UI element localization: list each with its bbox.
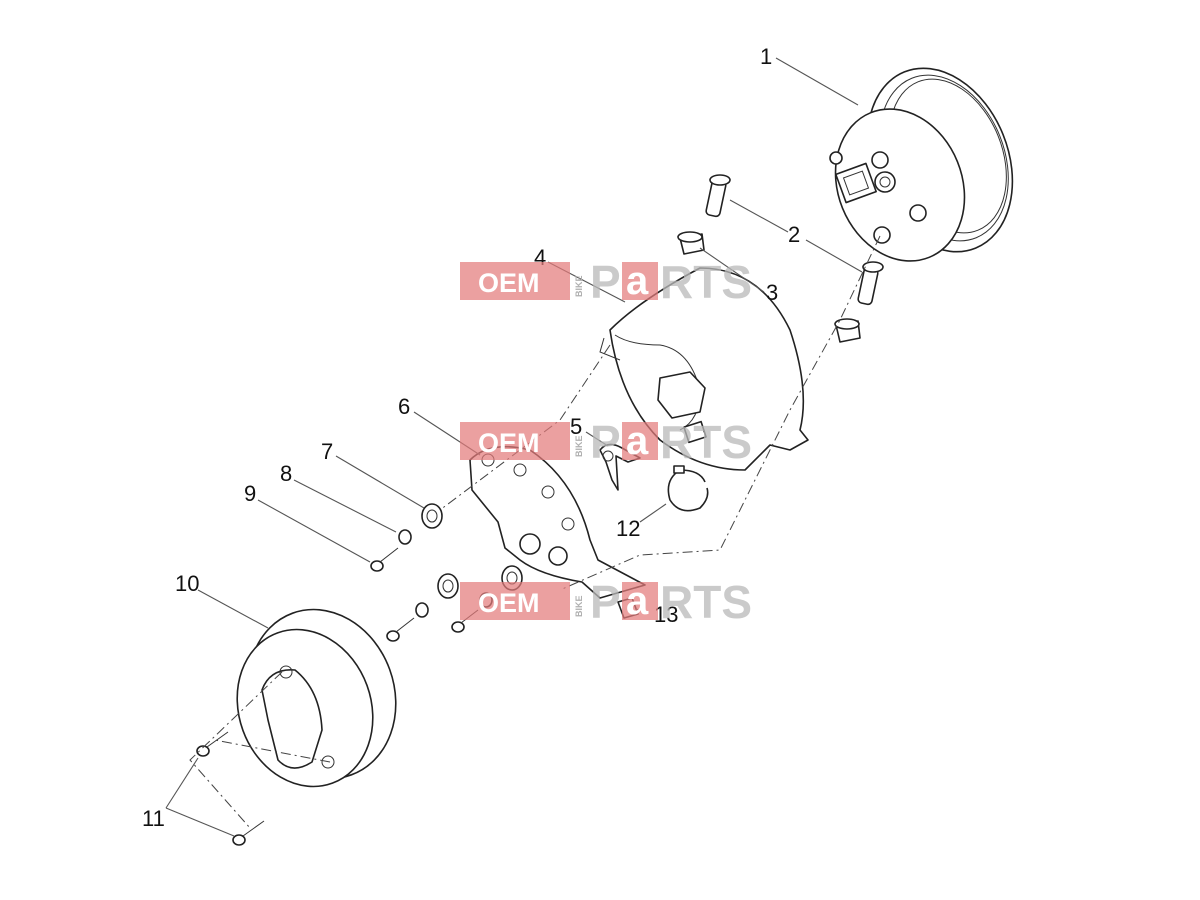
callout-11: 11: [142, 806, 165, 831]
callout-8: 8: [280, 461, 292, 486]
watermark-bottom: OEM BIKE P a RTS: [460, 576, 752, 628]
watermark-bike: BIKE: [574, 595, 584, 617]
watermark-top: OEM BIKE P a RTS: [460, 256, 752, 308]
assembly-lines: [189, 235, 881, 829]
watermark-p: P: [590, 576, 621, 628]
watermark-rts: RTS: [660, 256, 752, 308]
screw-lower-left: [386, 617, 415, 642]
part-4-rear-housing: [599, 267, 809, 471]
watermark-oem: OEM: [478, 428, 540, 458]
watermark-rts: RTS: [660, 576, 752, 628]
part-3-bushing-lower: [834, 318, 861, 343]
part-10-front-cover: [236, 608, 397, 788]
watermark-bike: BIKE: [574, 435, 584, 457]
part-7-grommet: [421, 503, 443, 529]
part-9-screw: [370, 547, 399, 572]
callout-3: 3: [766, 280, 778, 305]
callout-9: 9: [244, 481, 256, 506]
callout-6: 6: [398, 394, 410, 419]
watermark-a: a: [626, 419, 649, 463]
callout-12: 12: [616, 516, 640, 541]
part-11-screw-upper: [196, 731, 229, 757]
part-11-screw-lower: [232, 820, 265, 846]
callout-7: 7: [321, 439, 333, 464]
watermark-bike: BIKE: [574, 275, 584, 297]
watermark-p: P: [590, 416, 621, 468]
grommet-lower-left: [437, 573, 459, 599]
part-8-washer: [398, 529, 412, 545]
part-1-instrument-cluster: [829, 67, 1014, 262]
callout-13: 13: [654, 602, 678, 627]
callout-5: 5: [570, 414, 582, 439]
callout-10: 10: [175, 571, 199, 596]
callout-1: 1: [760, 44, 772, 69]
part-12-spring-ring: [667, 465, 709, 512]
watermark-middle: OEM BIKE P a RTS: [460, 416, 752, 468]
watermark-rts: RTS: [660, 416, 752, 468]
watermark-p: P: [590, 256, 621, 308]
watermark-a: a: [626, 579, 649, 623]
watermark-oem: OEM: [478, 588, 540, 618]
washer-lower-left: [415, 602, 429, 618]
part-3-bushing-upper: [677, 231, 705, 255]
callout-2: 2: [788, 222, 800, 247]
part-2-pin-lower: [857, 261, 884, 306]
watermark-a: a: [626, 259, 649, 303]
part-2-pin-upper: [705, 174, 731, 218]
callout-labels: 1 2 3 4 5 6 7 8 9 10 11 12 13: [142, 44, 800, 831]
watermark-oem: OEM: [478, 268, 540, 298]
